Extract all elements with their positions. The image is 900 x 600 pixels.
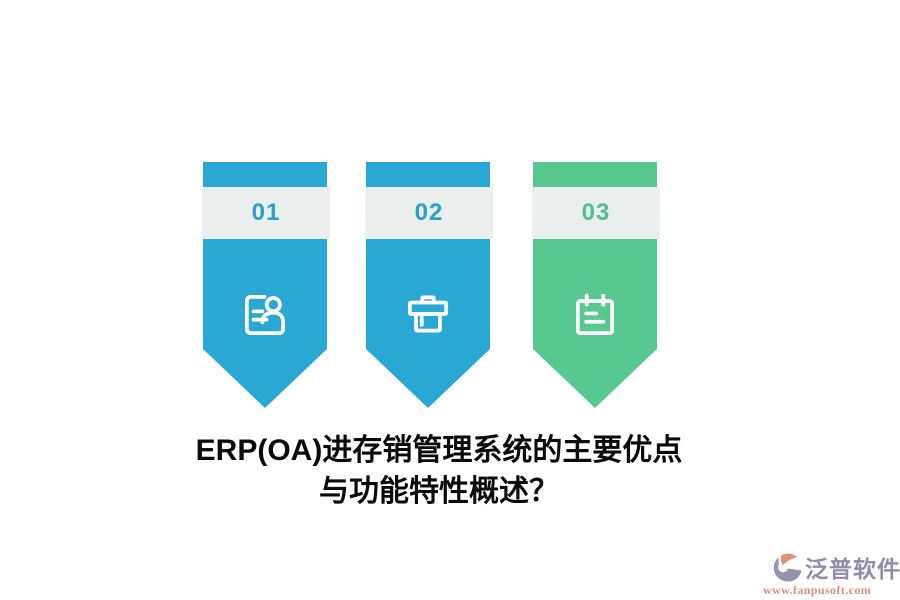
banner-02: 02 xyxy=(365,162,493,408)
calendar-icon xyxy=(568,288,622,342)
number-band: 03 xyxy=(532,187,660,239)
step-number: 02 xyxy=(414,199,444,226)
fanpu-logo: 泛普软件 www.fanpusoft.com xyxy=(763,550,900,598)
fanpu-logo-url: www.fanpusoft.com xyxy=(763,583,872,597)
step-number: 01 xyxy=(251,199,281,226)
step-number: 03 xyxy=(581,199,611,226)
contact-card-icon xyxy=(238,288,292,342)
page-title: ERP(OA)进存销管理系统的主要优点 与功能特性概述？ xyxy=(0,430,878,512)
banner-03: 03 xyxy=(532,162,660,408)
storage-box-icon xyxy=(401,288,455,342)
title-line-2: 与功能特性概述？ xyxy=(319,475,559,508)
number-band: 01 xyxy=(202,187,330,239)
title-line-1: ERP(OA)进存销管理系统的主要优点 xyxy=(195,434,683,467)
fanpu-logo-text: 泛普软件 xyxy=(805,556,900,582)
number-band: 02 xyxy=(365,187,493,239)
fanpu-logo-row: 泛普软件 xyxy=(772,550,900,584)
fanpu-logo-icon xyxy=(773,553,802,582)
banner-01: 01 xyxy=(202,162,330,408)
